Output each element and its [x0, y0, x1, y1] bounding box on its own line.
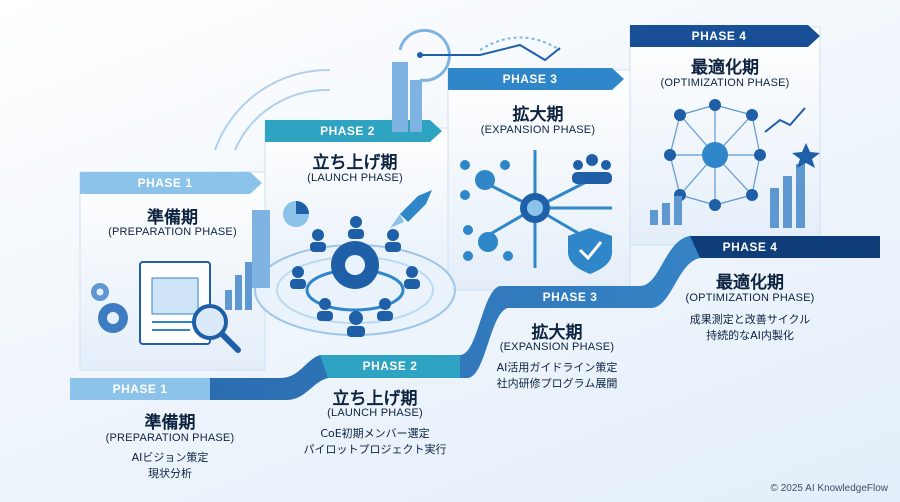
upper-phase-4-tag: PHASE 4 — [691, 29, 747, 43]
upper-phase-4-title: 最適化期 — [691, 58, 759, 78]
lower-band — [70, 236, 880, 400]
upper-phase-3-title: 拡大期 — [512, 105, 564, 125]
lower-phase-4-title: 最適化期 — [716, 273, 784, 293]
neural-network-icon — [664, 99, 766, 211]
growth-chart-icon — [650, 107, 806, 228]
upper-phase-1-title: 準備期 — [147, 208, 198, 228]
trend-arrow-top — [417, 43, 561, 62]
lower-phase-1-tag: PHASE 1 — [112, 382, 168, 396]
desc-line: AIビジョン策定 — [131, 451, 209, 464]
bar-chart-icon — [225, 262, 252, 310]
lower-phase-1-desc: AIビジョン策定 現状分析 — [80, 450, 260, 482]
desc-line: 成果測定と改善サイクル — [689, 313, 811, 326]
lower-phase-3-title: 拡大期 — [531, 323, 583, 343]
building-icon — [252, 62, 422, 288]
lower-phase-1-subtitle: (PREPARATION PHASE) — [105, 432, 235, 444]
upper-phase-3-subtitle: (EXPANSION PHASE) — [480, 124, 596, 136]
team-icon — [572, 154, 612, 184]
desc-line: AI活用ガイドライン策定 — [496, 361, 618, 374]
lower-phase-4-subtitle: (OPTIMIZATION PHASE) — [685, 292, 815, 304]
upper-phase-2-subtitle: (LAUNCH PHASE) — [307, 172, 403, 184]
gear-icon — [331, 241, 379, 289]
copyright: © 2025 AI KnowledgeFlow — [770, 483, 888, 494]
upper-phase-1-subtitle: (PREPARATION PHASE) — [108, 226, 237, 238]
desc-line: 現状分析 — [148, 467, 192, 480]
desc-line: パイロットプロジェクト実行 — [303, 443, 447, 456]
desc-line: 社内研修プログラム展開 — [496, 377, 618, 390]
lower-phase-3-desc: AI活用ガイドライン策定 社内研修プログラム展開 — [462, 360, 652, 392]
lower-phase-2-title: 立ち上げ期 — [332, 389, 418, 409]
lower-phase-2-subtitle: (LAUNCH PHASE) — [327, 407, 423, 419]
people-icon — [290, 216, 420, 337]
upper-phase-2-tag: PHASE 2 — [320, 124, 375, 138]
lower-phase-1-title: 準備期 — [144, 413, 196, 433]
shield-icon — [568, 228, 612, 274]
upper-phase-4-subtitle: (OPTIMIZATION PHASE) — [660, 77, 790, 89]
star-icon — [792, 143, 820, 168]
lower-phase-2-desc: CoE初期メンバー選定 パイロットプロジェクト実行 — [280, 426, 470, 458]
desc-line: 持続的なAI内製化 — [706, 329, 794, 342]
pie-chart-icon — [283, 201, 309, 227]
lower-phase-2-tag: PHASE 2 — [362, 359, 418, 373]
lower-phase-4-tag: PHASE 4 — [722, 240, 778, 254]
magnifier-icon — [192, 304, 241, 353]
rocket-icon — [390, 190, 432, 228]
upper-phase-3-tag: PHASE 3 — [502, 72, 558, 86]
decorative-arcs — [214, 28, 561, 151]
lower-phase-3-subtitle: (EXPANSION PHASE) — [499, 341, 615, 353]
lower-phase-3-tag: PHASE 3 — [542, 290, 598, 304]
lower-phase-4-desc: 成果測定と改善サイクル 持続的なAI内製化 — [640, 312, 860, 344]
gear-icon — [91, 283, 128, 333]
desc-line: CoE初期メンバー選定 — [320, 427, 430, 440]
molecule-icon — [460, 160, 513, 261]
upper-phase-1-tag: PHASE 1 — [137, 176, 193, 190]
upper-phase-2-title: 立ち上げ期 — [312, 153, 398, 173]
